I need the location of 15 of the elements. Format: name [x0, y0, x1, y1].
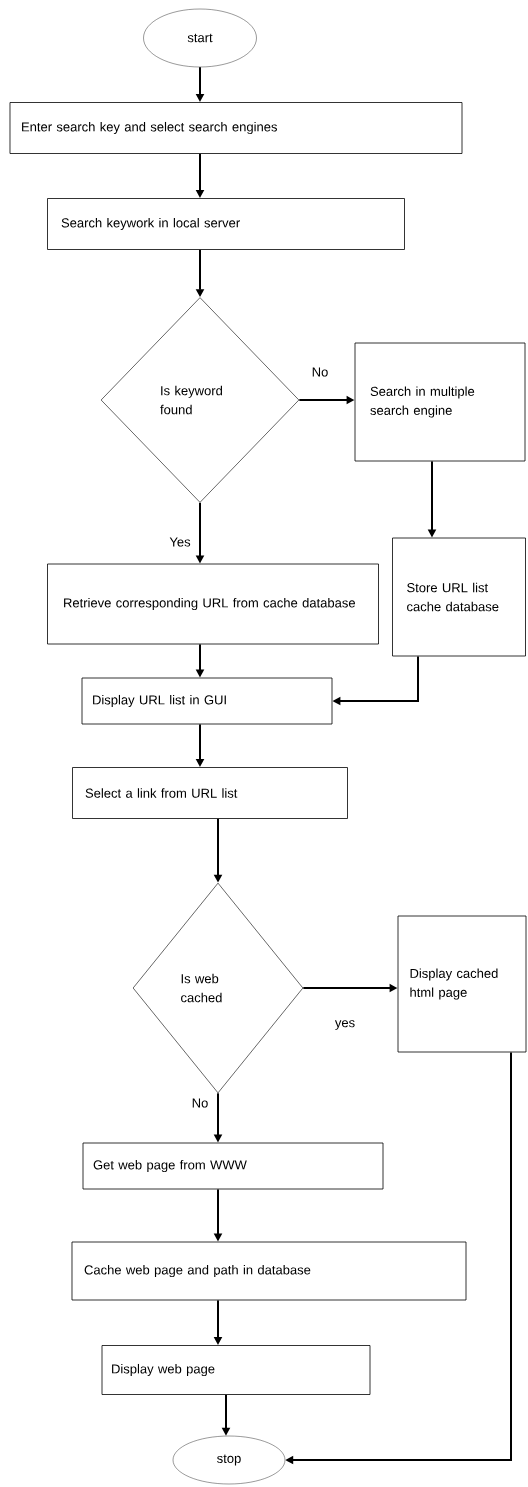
edge-label: No: [310, 366, 330, 378]
edge-label: Yes: [168, 536, 192, 548]
process-box: Display URL list in GUI: [81, 677, 333, 725]
process-box: Cache web page and path in database: [71, 1241, 467, 1301]
process-box: Search in multiple search engine: [354, 342, 526, 462]
process-box: Store URL list cache database: [392, 537, 526, 657]
process-box: Retrieve corresponding URL from cache database: [47, 563, 379, 645]
process-box: Get web page from WWW: [82, 1142, 384, 1190]
process-box: Display cached html page: [397, 915, 527, 1053]
process-box: Display web page: [101, 1345, 371, 1395]
process-box: Search keywork in local server: [47, 198, 405, 250]
edge-label: No: [190, 1097, 210, 1109]
edge-label: yes: [333, 1019, 357, 1031]
process-box: Select a link from URL list: [72, 767, 348, 819]
process-box: Enter search key and select search engines: [9, 102, 463, 154]
